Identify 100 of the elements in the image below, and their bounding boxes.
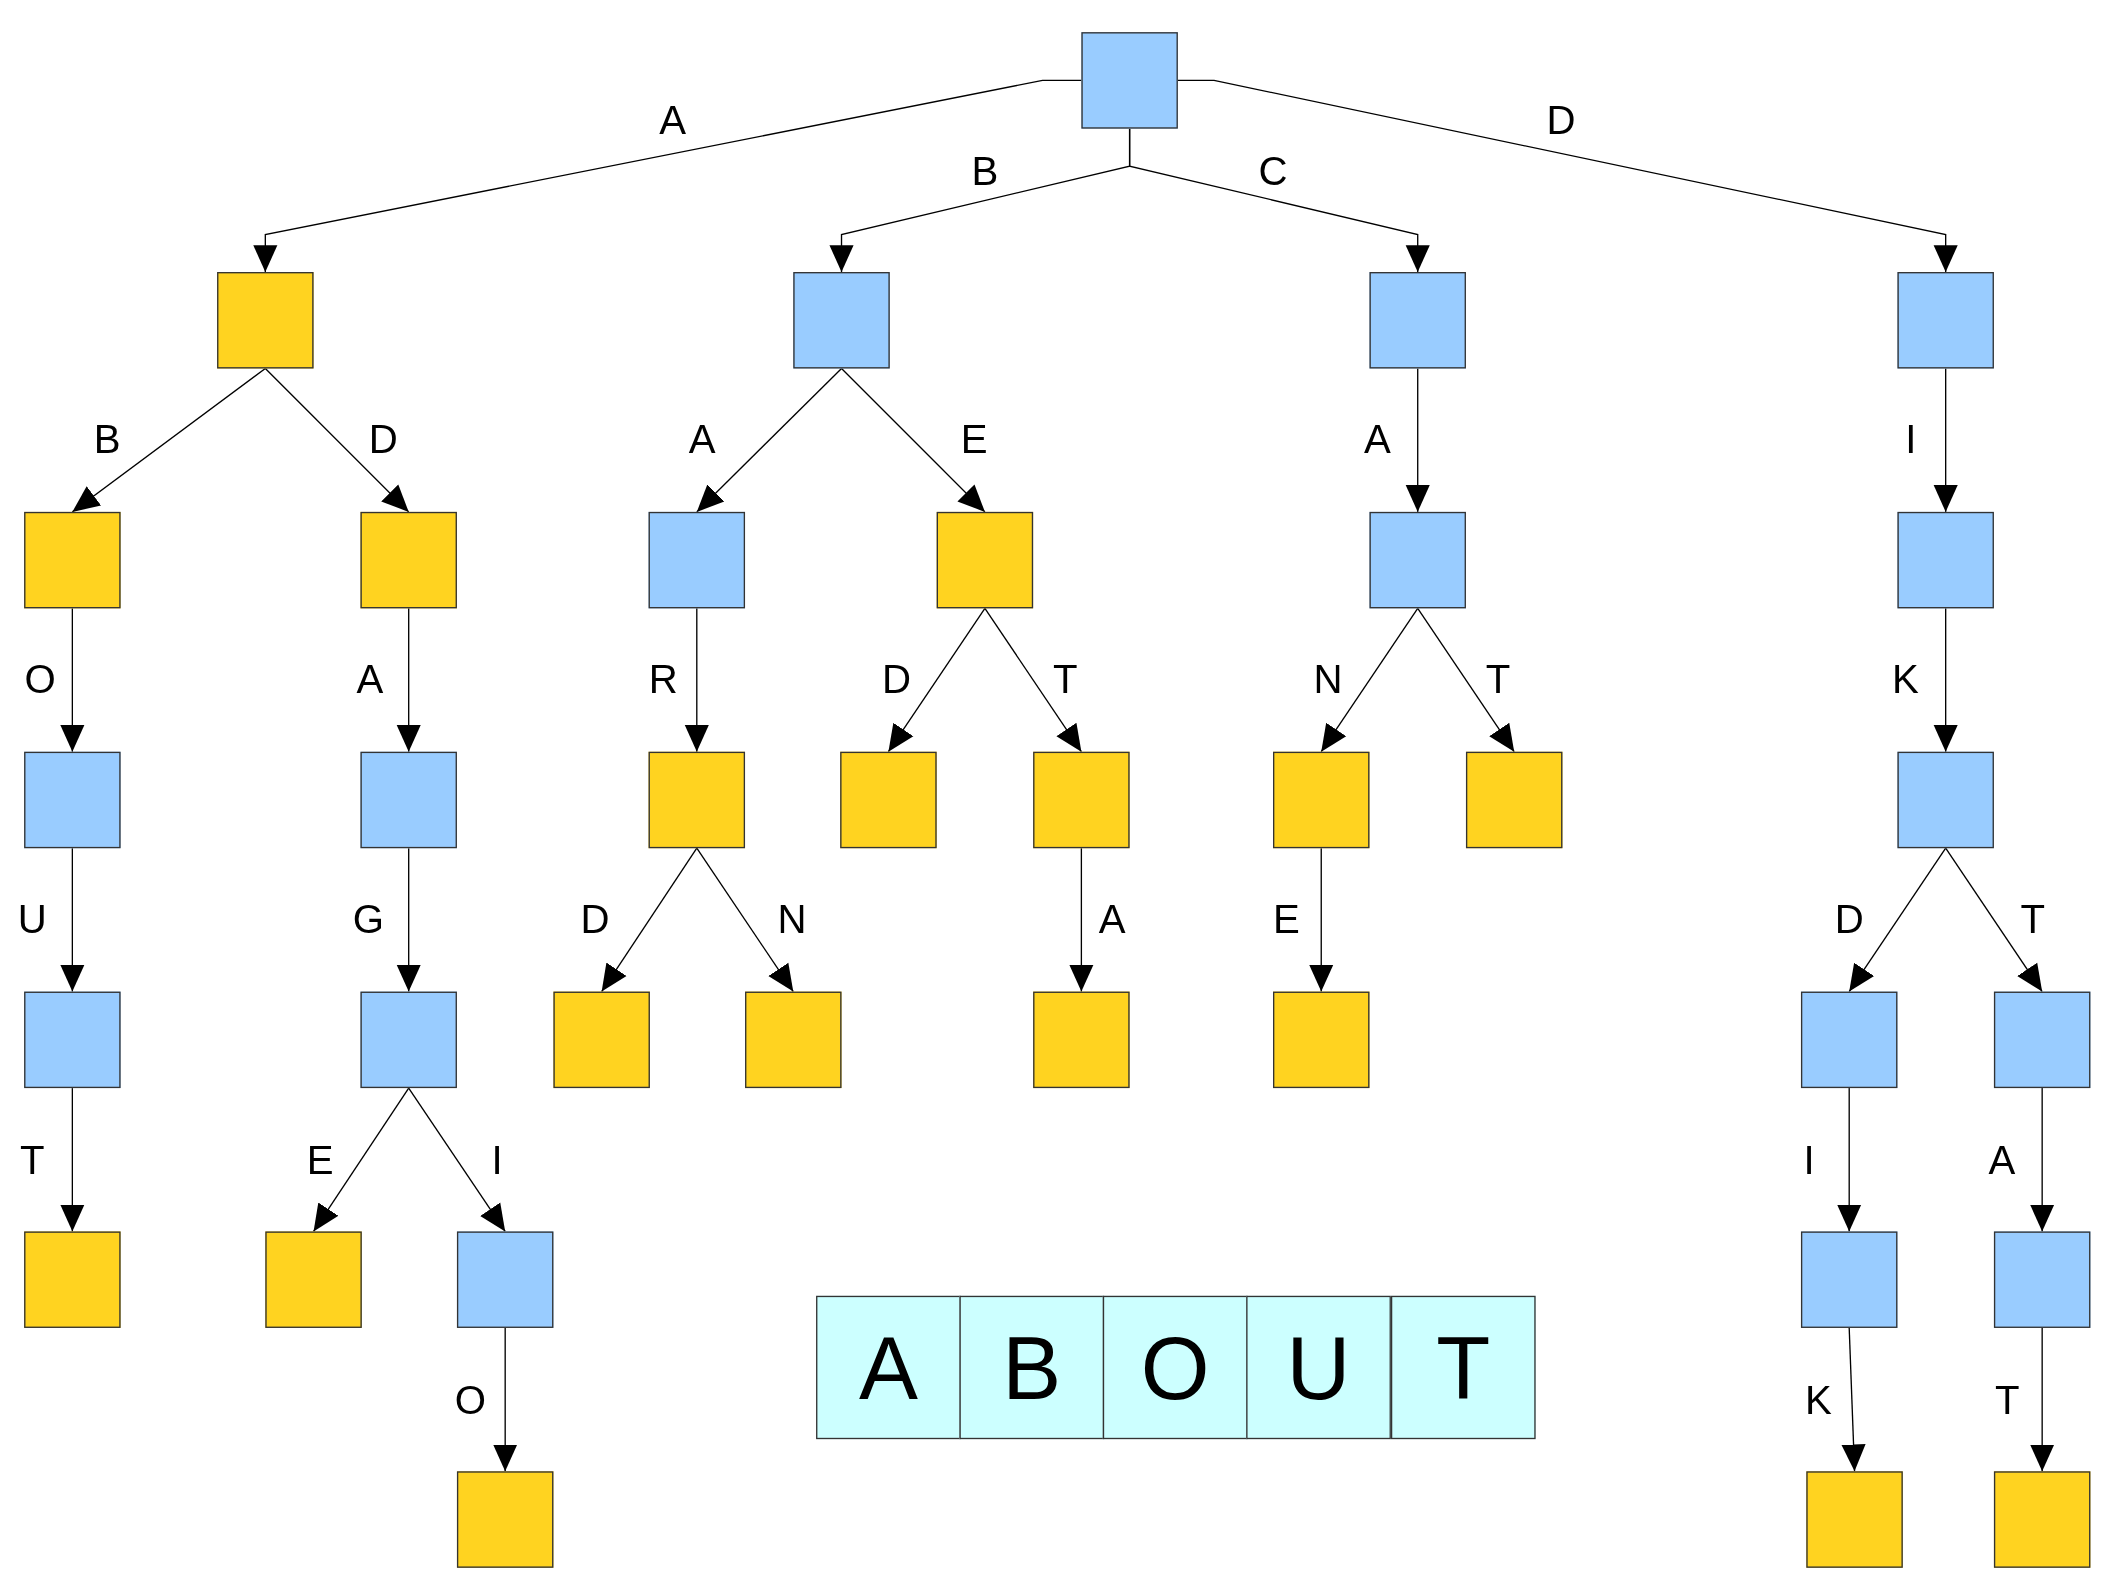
trie-node-box (1897, 272, 1994, 369)
edge-label: A (1364, 419, 1391, 460)
trie-node-box (24, 511, 121, 609)
arrow (60, 607, 85, 753)
trie-node-box (1806, 1471, 1903, 1568)
edge-label: I (1905, 419, 1917, 460)
arrow (696, 367, 843, 513)
arrow (2030, 1087, 2055, 1233)
arrow (60, 1087, 85, 1233)
edge-label: K (1892, 659, 1919, 700)
arrow (1417, 607, 1515, 753)
trie-node-box (1369, 272, 1466, 369)
letter-cell: T (1390, 1295, 1536, 1440)
trie-node-box (1993, 991, 2091, 1089)
edge-label: A (659, 100, 687, 141)
trie-node-box (360, 511, 457, 609)
edge-label: T (1995, 1380, 2020, 1421)
edge-label: D (580, 899, 610, 940)
edge-label: T (19, 1140, 45, 1181)
arrow (1848, 847, 1947, 993)
trie-node-box (360, 751, 457, 849)
trie-node-box (217, 272, 314, 369)
arrow (1945, 847, 2043, 993)
edge-label: E (960, 419, 988, 460)
trie-node-box (456, 1231, 554, 1328)
arrow (1405, 367, 1430, 513)
trie-node-box (1897, 751, 1994, 849)
arrow (1128, 127, 1430, 273)
trie-node-box (1273, 991, 1370, 1089)
arrow (887, 607, 986, 753)
arrow (264, 367, 410, 513)
arrow (408, 1087, 506, 1233)
edge-label: N (1313, 659, 1343, 700)
arrow (493, 1327, 518, 1472)
edge-label: I (1803, 1140, 1815, 1181)
trie-node-box (24, 1231, 121, 1328)
arrow (1841, 1327, 1866, 1472)
edge-label: A (356, 659, 384, 700)
edge-label: O (454, 1380, 486, 1421)
edge-label: A (688, 419, 716, 460)
trie-node-box (24, 991, 121, 1089)
edge-label: O (24, 659, 56, 700)
trie-node-box (1897, 511, 1994, 609)
arrow (1177, 79, 1958, 273)
edge-label: B (93, 419, 121, 460)
letter-cell: O (1102, 1295, 1248, 1440)
arrow (840, 367, 986, 513)
trie-node-box (1800, 1231, 1898, 1328)
arrow (1320, 607, 1419, 753)
arrow (984, 607, 1083, 753)
trie-node-box (648, 751, 746, 849)
trie-node-box (265, 1231, 362, 1328)
letter-cell: A (816, 1295, 961, 1440)
trie-node-box (840, 751, 937, 849)
arrow (396, 607, 421, 753)
edge-label: N (777, 899, 807, 940)
arrow (684, 607, 709, 753)
trie-node-box (648, 511, 746, 609)
edge-label: D (368, 419, 398, 460)
trie-node-box (1273, 751, 1370, 849)
edge-label: T (1485, 659, 1511, 700)
trie-node-box (793, 272, 890, 369)
arrow (696, 847, 794, 993)
edge-label: I (491, 1140, 503, 1181)
letter-cell: B (959, 1295, 1105, 1440)
arrow (601, 847, 698, 993)
edge-label: U (17, 899, 47, 940)
trie-node-box (1993, 1471, 2091, 1568)
edge-label: E (306, 1140, 334, 1181)
arrow (253, 79, 1083, 273)
trie-node-box (1033, 991, 1130, 1089)
arrow (1933, 607, 1958, 753)
trie-node-box (1033, 751, 1130, 849)
edge-label: A (1988, 1140, 2016, 1181)
trie-node-box (1465, 751, 1563, 849)
arrow (1309, 847, 1334, 993)
trie-node-box (936, 511, 1034, 609)
edge-label: T (1053, 659, 1078, 700)
edge-label: G (352, 899, 385, 940)
edge-label: C (1258, 151, 1288, 192)
arrow (312, 1087, 410, 1233)
edge-label: D (1546, 100, 1576, 141)
trie-node-box (456, 1471, 554, 1568)
arrow (1933, 367, 1958, 513)
edge-label: R (648, 659, 678, 700)
edge-label: D (1834, 899, 1864, 940)
arrow (396, 847, 421, 993)
trie-node-box (745, 991, 842, 1089)
edge-label: E (1273, 899, 1300, 940)
edge-label: D (881, 659, 911, 700)
edge-label: A (1098, 899, 1126, 940)
arrow (71, 367, 266, 513)
trie-node-box (1800, 991, 1898, 1089)
arrow (2030, 1327, 2055, 1472)
arrow (60, 847, 85, 993)
trie-node-box (1081, 32, 1178, 129)
edge-label: B (971, 151, 999, 192)
trie-node-box (360, 991, 457, 1089)
trie-node-box (553, 991, 650, 1089)
edge-label: K (1804, 1380, 1832, 1421)
